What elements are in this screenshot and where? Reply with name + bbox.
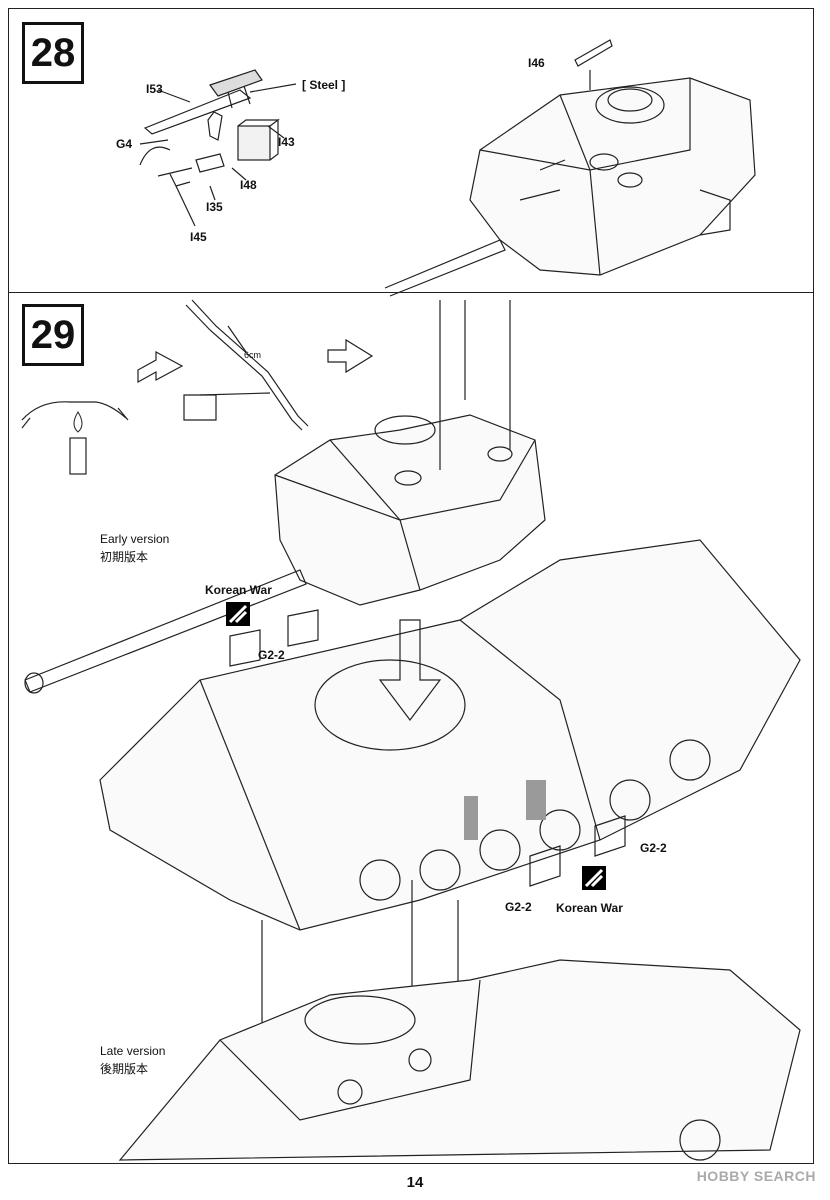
late-version-label: Late version: [100, 1044, 166, 1058]
page-number: 14: [406, 1174, 424, 1191]
variant-label: Korean War: [556, 901, 623, 915]
stretch-length-note: 6cm: [244, 350, 262, 360]
variant-label: Korean War: [205, 583, 272, 597]
late-version-label-zh: 後期版本: [100, 1062, 149, 1076]
part-label: G4: [116, 137, 133, 151]
part-label: I43: [278, 135, 295, 149]
part-label: I53: [146, 82, 163, 96]
decal-label: G2-2: [258, 648, 285, 662]
step-number: 28: [22, 22, 84, 84]
flag-icon: [226, 602, 250, 626]
decal-label: G2-2: [505, 900, 532, 914]
sprue-stretch-drawing: [21, 299, 374, 475]
decal-label: G2-2: [640, 841, 667, 855]
early-version-label: Early version: [100, 532, 170, 546]
material-note: [ Steel ]: [302, 78, 346, 92]
step-number: 29: [22, 304, 84, 366]
hull-drawing-early: [99, 539, 801, 1030]
hull-drawing-late: [118, 959, 801, 1161]
watermark: HOBBY SEARCH: [696, 1168, 816, 1184]
page-frame: [8, 8, 814, 1164]
early-version-label-zh: 初期版本: [100, 550, 149, 564]
part-label: I35: [206, 200, 223, 214]
part-label: I45: [190, 230, 207, 244]
part-label: I46: [528, 56, 545, 70]
turret-drawing-step28: [384, 39, 756, 297]
step-divider: [8, 292, 814, 293]
turret-drawing-step29: [24, 300, 546, 694]
machine-gun-parts-drawing: [139, 69, 297, 227]
part-label: I48: [240, 178, 257, 192]
flag-icon: [582, 866, 606, 890]
flame-icon: [73, 411, 83, 433]
